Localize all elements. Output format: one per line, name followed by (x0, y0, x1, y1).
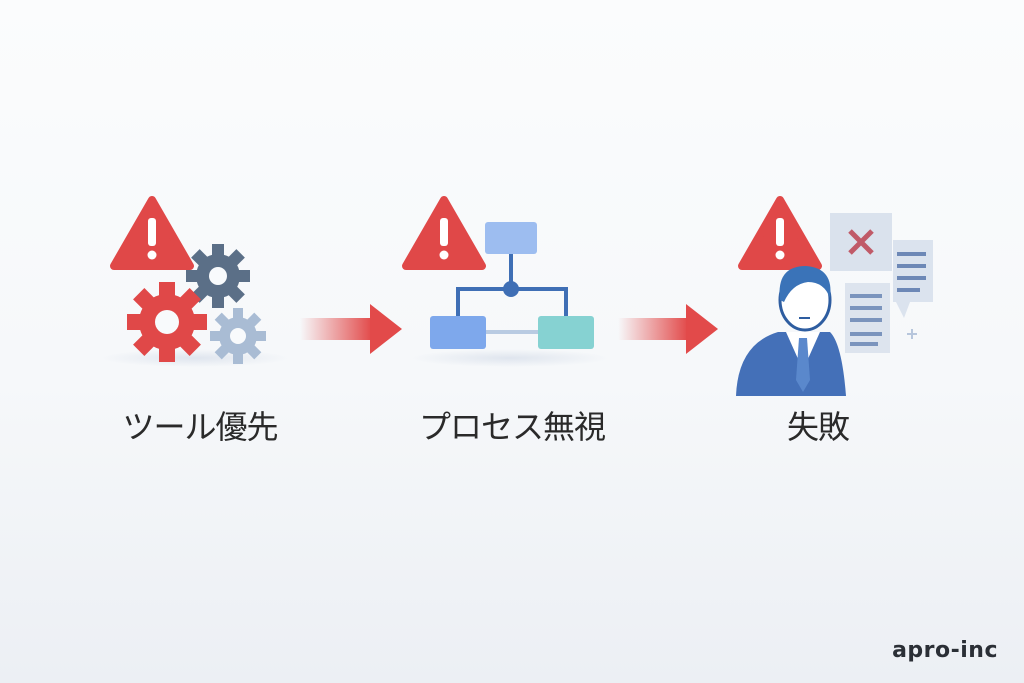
arrow-icon (300, 304, 402, 354)
gears-illustration (100, 196, 290, 367)
step-label-ignore-process: プロセス無視 (418, 408, 606, 446)
document-icon (830, 213, 933, 353)
failed-person-illustration (736, 196, 933, 396)
gear-light-icon (210, 308, 266, 364)
gear-red-icon (127, 282, 207, 362)
warning-icon (402, 196, 486, 270)
warning-icon (738, 196, 822, 270)
step-label-failure: 失敗 (786, 408, 850, 446)
arrow-icon (618, 304, 718, 354)
warning-icon (110, 196, 194, 270)
company-logo: apro-inc (892, 638, 998, 663)
flowchart-illustration (402, 196, 610, 367)
step-label-tool-first: ツール優先 (122, 408, 278, 446)
